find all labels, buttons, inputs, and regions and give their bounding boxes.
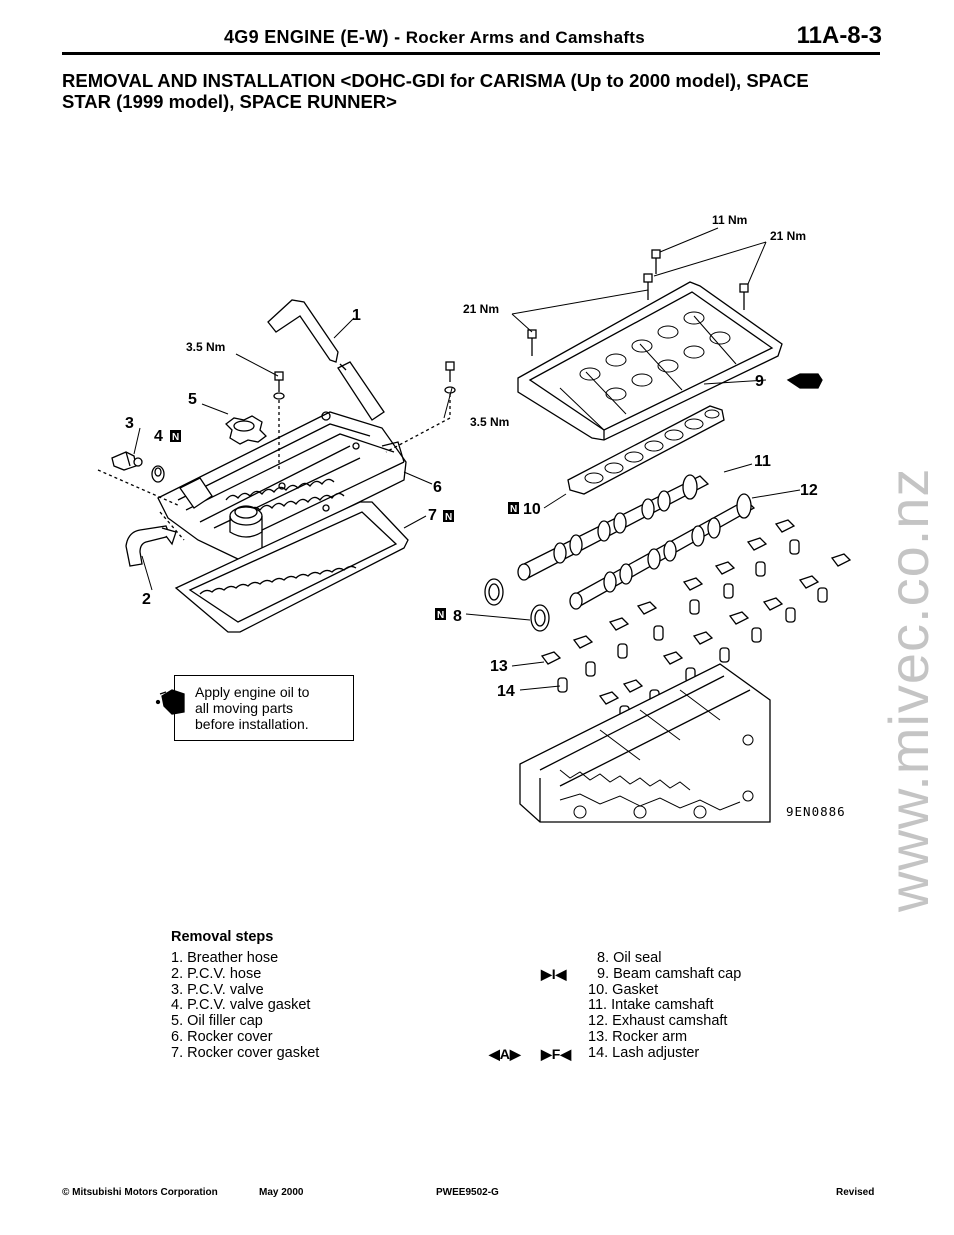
rocker-cover-bolt-2 [385, 361, 456, 453]
page-number: 11A-8-3 [796, 22, 882, 49]
step-item: 1. Breather hose [171, 950, 279, 966]
step-item: 13. Rocker arm [588, 1028, 688, 1045]
rocker-arms [540, 519, 852, 705]
figure-code: 9EN0886 [786, 804, 846, 819]
step-item: 3. P.C.V. valve [171, 981, 264, 998]
step-item: 4. P.C.V. valve gasket [171, 997, 311, 1014]
callout-1: 1 [352, 307, 361, 324]
callout-5: 5 [188, 391, 197, 408]
torque-label-11nm: 11 Nm [712, 213, 747, 227]
callout-12: 12 [800, 482, 818, 499]
new-part-mark-8: N [437, 610, 444, 621]
callout-10: 10 [523, 501, 541, 518]
step-item: 11. Intake camshaft [588, 997, 714, 1014]
step-item: 12. Exhaust camshaft [588, 1013, 728, 1030]
footer-copyright: © Mitsubishi Motors Corporation [62, 1187, 218, 1198]
step-item: 7. Rocker cover gasket [171, 1044, 320, 1061]
intake-camshaft [517, 474, 710, 581]
step-item: 2. P.C.V. hose [171, 965, 262, 982]
leader-lines [133, 227, 801, 691]
procedure-mark-9: ▶I◀ [541, 966, 567, 982]
new-part-mark-7: N [445, 512, 452, 523]
new-part-marks: N N N N [170, 430, 519, 621]
footer-status: Revised [836, 1187, 875, 1198]
note-box: Apply engine oil to all moving parts bef… [174, 675, 354, 741]
header-subtitle: Rocker Arms and Camshafts [405, 28, 646, 47]
new-part-mark-10: N [510, 504, 517, 515]
section-title: REMOVAL AND INSTALLATION <DOHC-GDI for C… [62, 70, 809, 112]
removal-steps-left: 1. Breather hose 2. P.C.V. hose 3. P.C.V… [171, 950, 320, 1062]
step-item: 8. Oil seal [597, 950, 662, 966]
oil-can-icon [155, 689, 185, 715]
rocker-cover-bolt [273, 371, 285, 470]
pcv-valve-gasket [151, 465, 165, 483]
step-item: 5. Oil filler cap [171, 1013, 263, 1030]
cap-gasket [567, 405, 725, 495]
procedure-mark-14b: ▶F◀ [541, 1046, 572, 1062]
callout-2: 2 [142, 591, 151, 608]
cylinder-head [519, 663, 771, 823]
torque-label-21nm-top: 21 Nm [770, 229, 806, 243]
breather-hose [267, 299, 385, 421]
callout-8: 8 [453, 608, 462, 625]
rocker-cover [157, 411, 407, 561]
callout-7: 7 [428, 507, 437, 524]
callout-13: 13 [490, 658, 508, 675]
callout-11: 11 [754, 453, 771, 470]
exhaust-camshaft [569, 493, 756, 610]
torque-label-3-5nm-right: 3.5 Nm [470, 415, 509, 429]
rocker-cover-gasket [174, 501, 409, 633]
header-title: 4G9 ENGINE (E-W) - Rocker Arms and Camsh… [224, 27, 646, 47]
footer-date: May 2000 [259, 1187, 304, 1198]
pcv-hose [125, 525, 177, 567]
callout-9: 9 [755, 373, 764, 390]
torque-label-3-5nm-left: 3.5 Nm [186, 340, 225, 354]
callout-14: 14 [497, 683, 515, 700]
lash-adjusters [557, 539, 828, 721]
step-item: 10. Gasket [588, 981, 659, 998]
sealant-tube-icon [786, 373, 823, 389]
removal-steps-title: Removal steps [171, 929, 274, 945]
footer-code: PWEE9502-G [436, 1187, 499, 1198]
callout-4: 4 [154, 428, 163, 445]
oil-filler-cap [225, 415, 267, 445]
pcv-dash [97, 469, 181, 507]
procedure-mark-14a: ◀A▶ [489, 1046, 521, 1062]
beam-camshaft-cap [517, 281, 783, 441]
callout-3: 3 [125, 415, 134, 432]
step-item: 14. Lash adjuster [588, 1044, 700, 1061]
pcv-valve [111, 451, 143, 471]
page-header: 4G9 ENGINE (E-W) - Rocker Arms and Camsh… [62, 22, 882, 52]
new-part-mark-4: N [172, 432, 179, 443]
torque-label-21nm-left: 21 Nm [463, 302, 499, 316]
step-item: 9. Beam camshaft cap [597, 965, 742, 982]
cap-bolts [527, 249, 749, 356]
oil-seal [484, 578, 550, 632]
callout-6: 6 [433, 479, 442, 496]
step-item: 6. Rocker cover [171, 1028, 273, 1045]
header-rule [62, 52, 880, 55]
note-text: Apply engine oil to all moving parts bef… [195, 684, 310, 732]
removal-steps-right: 8. Oil seal 9. Beam camshaft cap 10. Gas… [588, 950, 742, 1062]
